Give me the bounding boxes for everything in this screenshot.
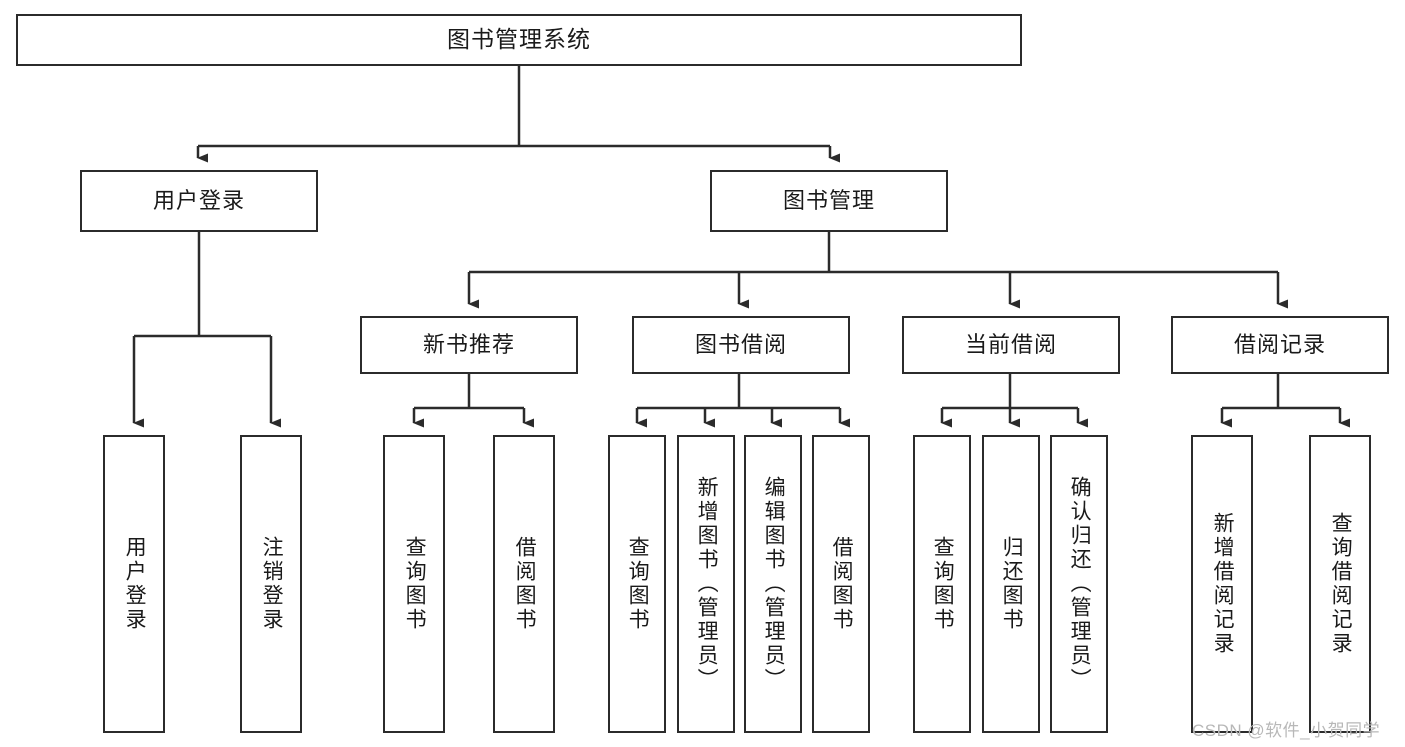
- leaf-query-book-borrow[interactable]: 查询图书: [608, 435, 666, 733]
- leaf-return-book[interactable]: 归还图书: [982, 435, 1040, 733]
- leaf-query-borrow-record[interactable]: 查询借阅记录: [1309, 435, 1371, 733]
- leaf-logout[interactable]: 注销登录: [240, 435, 302, 733]
- node-current-borrow[interactable]: 当前借阅: [902, 316, 1120, 374]
- leaf-borrow-book-recommend[interactable]: 借阅图书: [493, 435, 555, 733]
- leaf-edit-book-admin[interactable]: 编辑图书（管理员）: [744, 435, 802, 733]
- node-book-management[interactable]: 图书管理: [710, 170, 948, 232]
- node-book-borrow[interactable]: 图书借阅: [632, 316, 850, 374]
- leaf-add-book-admin[interactable]: 新增图书（管理员）: [677, 435, 735, 733]
- node-user-login[interactable]: 用户登录: [80, 170, 318, 232]
- watermark-text: CSDN @软件_小贺同学: [1192, 721, 1381, 740]
- node-root[interactable]: 图书管理系统: [16, 14, 1022, 66]
- node-borrow-records[interactable]: 借阅记录: [1171, 316, 1389, 374]
- leaf-query-book-recommend[interactable]: 查询图书: [383, 435, 445, 733]
- leaf-query-book-current[interactable]: 查询图书: [913, 435, 971, 733]
- leaf-add-borrow-record[interactable]: 新增借阅记录: [1191, 435, 1253, 733]
- leaf-confirm-return-admin[interactable]: 确认归还（管理员）: [1050, 435, 1108, 733]
- leaf-user-login[interactable]: 用户登录: [103, 435, 165, 733]
- node-new-book-recommend[interactable]: 新书推荐: [360, 316, 578, 374]
- leaf-borrow-book[interactable]: 借阅图书: [812, 435, 870, 733]
